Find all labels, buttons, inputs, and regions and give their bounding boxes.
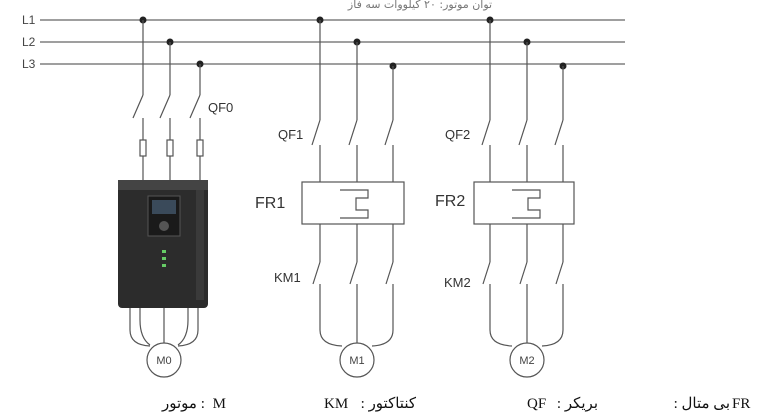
thermal-relay-box <box>301 181 405 225</box>
vfd-drive-image <box>118 180 208 308</box>
legend-text-km: : کنتاکتور <box>361 396 417 412</box>
bus-label-l1: L1 <box>22 13 36 27</box>
header-caption: توان موتور: ۲۰ کیلووات سه فاز <box>347 0 492 11</box>
motor-label-m0: M0 <box>156 355 171 367</box>
relay-label-fr2: FR2 <box>435 193 465 210</box>
breaker-label-qf0: QF0 <box>208 100 233 115</box>
motor-symbol-m1 <box>339 342 375 378</box>
branch-0: QF0 M0 <box>118 16 233 378</box>
fuse-icon <box>166 139 174 157</box>
motor-label-m1: M1 <box>349 355 364 367</box>
motor-control-diagram: توان موتور: ۲۰ کیلووات سه فاز L1 L2 L3 Q… <box>22 0 625 378</box>
bus-bars: L1 L2 L3 <box>22 13 625 71</box>
branch-1: QF1 FR1 KM1 M1 <box>255 16 405 378</box>
legend-key-qf: QF <box>527 396 546 412</box>
relay-label-fr1: FR1 <box>255 195 285 212</box>
legend-item-km: KM : کنتاکتور <box>324 396 417 412</box>
motor-symbol-m0 <box>146 342 182 378</box>
contactor-label-km1: KM1 <box>274 270 301 285</box>
thermal-relay-box <box>473 181 575 225</box>
legend-key-km: KM <box>324 396 348 412</box>
legend-key-m: M <box>213 396 226 412</box>
motor-label-m2: M2 <box>519 355 534 367</box>
bus-label-l3: L3 <box>22 57 36 71</box>
breaker-label-qf1: QF1 <box>278 127 303 142</box>
contactor-label-km2: KM2 <box>444 275 471 290</box>
legend-text-fr: : بی متال <box>674 396 730 412</box>
fuse-icon <box>196 139 204 157</box>
fuse-icon <box>139 139 147 157</box>
legend-text-m: : موتور <box>161 396 205 412</box>
legend-item-fr: FR : بی متال <box>674 396 751 412</box>
legend-item-m: M : موتور <box>161 396 226 412</box>
breaker-label-qf2: QF2 <box>445 127 470 142</box>
branch-2: QF2 FR2 KM2 M2 <box>435 16 575 378</box>
motor-symbol-m2 <box>509 342 545 378</box>
legend-item-qf: QF : بریکر <box>527 396 598 412</box>
bus-label-l2: L2 <box>22 35 36 49</box>
legend-key-fr: FR <box>732 396 750 412</box>
legend: M : موتور KM : کنتاکتور QF : بریکر FR : … <box>161 396 751 412</box>
legend-text-qf: : بریکر <box>557 396 598 412</box>
